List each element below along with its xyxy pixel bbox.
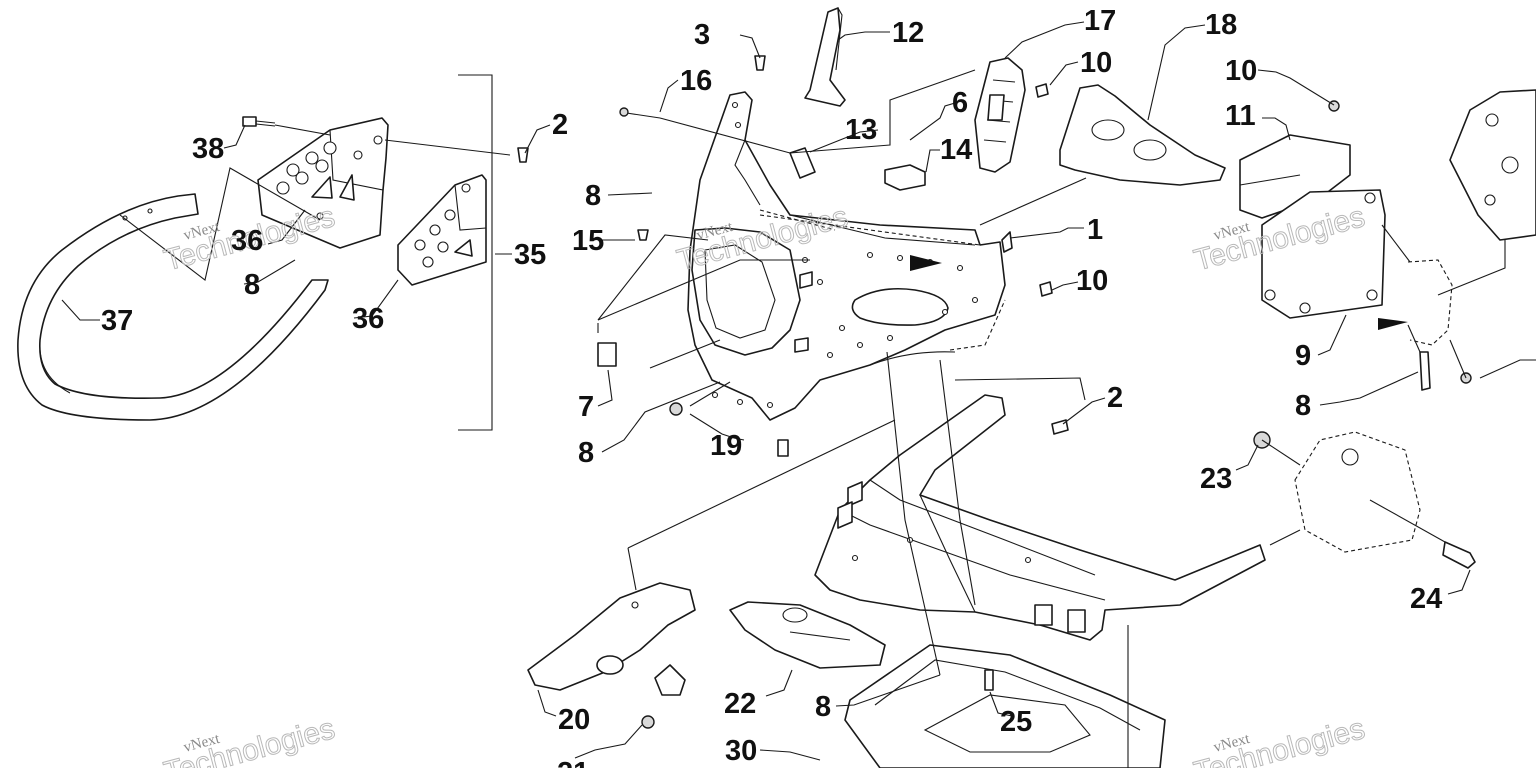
watermark-4: vNext Technologies	[160, 712, 339, 768]
fasteners-misc	[597, 55, 1472, 729]
callout-2-upper: 2	[552, 109, 568, 141]
spindle-part-20	[527, 582, 696, 696]
hole-housing	[1341, 448, 1359, 466]
callout-19: 19	[710, 430, 742, 462]
callout-11: 11	[1225, 100, 1256, 132]
callout-12: 12	[892, 17, 924, 49]
callout-36-lower: 36	[352, 303, 384, 335]
airbox-part-11	[1239, 134, 1351, 219]
frame-part-1	[687, 91, 1013, 421]
callout-8-skid: 8	[815, 691, 831, 723]
callout-25: 25	[1000, 706, 1032, 738]
clip-part-10-b	[1039, 281, 1053, 297]
callout-7: 7	[578, 391, 594, 423]
callout-8-right: 8	[1295, 390, 1311, 422]
callout-9: 9	[1295, 340, 1311, 372]
panel-part-9	[1261, 189, 1408, 330]
dashed-housing-right	[1294, 431, 1421, 553]
plate-part-18	[1059, 84, 1226, 186]
callout-15: 15	[572, 225, 604, 257]
leader-lines	[61, 21, 1536, 768]
callout-8-frame-bottom: 8	[578, 437, 594, 469]
bracket-part-36-upper	[257, 117, 389, 249]
chassis-frame	[814, 394, 1266, 641]
callout-21: 21	[557, 757, 589, 768]
callout-23: 23	[1200, 463, 1232, 495]
bumper-part-37	[17, 193, 329, 421]
callout-6: 6	[952, 87, 968, 119]
callout-10-mid: 10	[1076, 265, 1108, 297]
callout-20: 20	[558, 704, 590, 736]
bracket-far-right	[1449, 89, 1536, 241]
callout-30: 30	[725, 735, 757, 767]
part-drawings	[17, 7, 1536, 768]
callout-10-top: 10	[1080, 47, 1112, 79]
bracket-part-14	[884, 164, 926, 191]
callout-8-bracket: 8	[244, 269, 260, 301]
callout-8-frame-left: 8	[585, 180, 601, 212]
skid-plate	[844, 644, 1166, 768]
callout-14: 14	[940, 134, 972, 166]
callouts: 1 2 2 3 6 7 8 8 8 8 8 9 10 10 10 11 12 1…	[101, 5, 1442, 768]
bracket-part-36-lower	[397, 174, 487, 286]
fastener-group-left	[242, 116, 529, 220]
callout-10-right: 10	[1225, 55, 1257, 87]
callout-35: 35	[514, 239, 546, 271]
callout-18: 18	[1205, 9, 1237, 41]
callout-37: 37	[101, 305, 133, 337]
callout-24: 24	[1410, 583, 1442, 615]
callout-3: 3	[694, 19, 710, 51]
callout-16: 16	[680, 65, 712, 97]
rib-part-13	[789, 147, 816, 179]
callout-2-lower: 2	[1107, 382, 1123, 414]
bolt-part-24	[1442, 541, 1476, 569]
callout-38: 38	[192, 133, 224, 165]
callout-22: 22	[724, 688, 756, 720]
callout-17: 17	[1084, 5, 1116, 37]
dashed-bracket-right	[1407, 259, 1453, 346]
clip-part-10-a	[1035, 83, 1049, 98]
callout-1: 1	[1087, 214, 1103, 246]
watermark-5: vNext Technologies	[1190, 712, 1369, 768]
panel-part-12	[804, 7, 846, 107]
callout-36-upper: 36	[231, 225, 263, 257]
vent-part-17	[974, 57, 1026, 173]
support-part-22	[729, 601, 886, 669]
callout-13: 13	[845, 114, 877, 146]
